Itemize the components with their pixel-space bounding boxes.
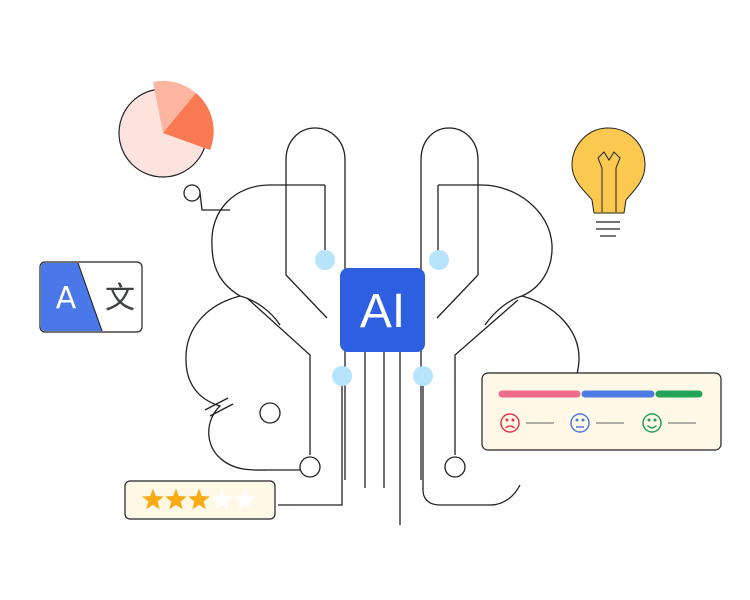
- bulb-filament: [597, 151, 621, 212]
- terminal-bottom-right: [444, 456, 466, 478]
- happy-face-icon: [642, 413, 662, 433]
- rating-card: [124, 480, 276, 520]
- translate-source-glyph: A: [56, 281, 77, 316]
- translate-card: A 文: [39, 261, 143, 333]
- node-lower-right: [413, 366, 433, 386]
- star-filled-icon: [142, 488, 164, 510]
- sentiment-card: [481, 372, 722, 451]
- circuit-terminals: [183, 184, 466, 478]
- node-upper-left: [315, 250, 335, 270]
- ai-chip: AI: [340, 268, 425, 352]
- sentiment-card-frame: [481, 372, 722, 451]
- sad-face-icon: [500, 413, 520, 433]
- rating-stars: [142, 488, 256, 510]
- star-filled-icon: [165, 488, 187, 510]
- node-lower-left: [332, 366, 352, 386]
- terminal-top-left: [183, 184, 201, 202]
- node-upper-right: [429, 250, 449, 270]
- brain-outline: [185, 127, 580, 525]
- lightbulb-icon: [571, 127, 646, 237]
- neutral-face-icon: [570, 413, 590, 433]
- ai-chip-label: AI: [360, 285, 405, 338]
- terminal-bottom-left: [299, 456, 321, 478]
- star-empty-icon: [211, 488, 233, 510]
- star-empty-icon: [234, 488, 256, 510]
- pie-light-slice: [153, 80, 196, 133]
- pie-chart-icon: [118, 80, 214, 178]
- bulb-glass: [571, 127, 646, 214]
- circuit-nodes: [315, 250, 449, 386]
- translate-target-glyph: 文: [105, 281, 135, 316]
- terminal-mid-left: [259, 402, 281, 424]
- star-filled-icon: [188, 488, 210, 510]
- translate-card-accent: [41, 263, 102, 331]
- pie-accent-slice: [163, 93, 214, 150]
- ai-chip-body: [340, 268, 425, 352]
